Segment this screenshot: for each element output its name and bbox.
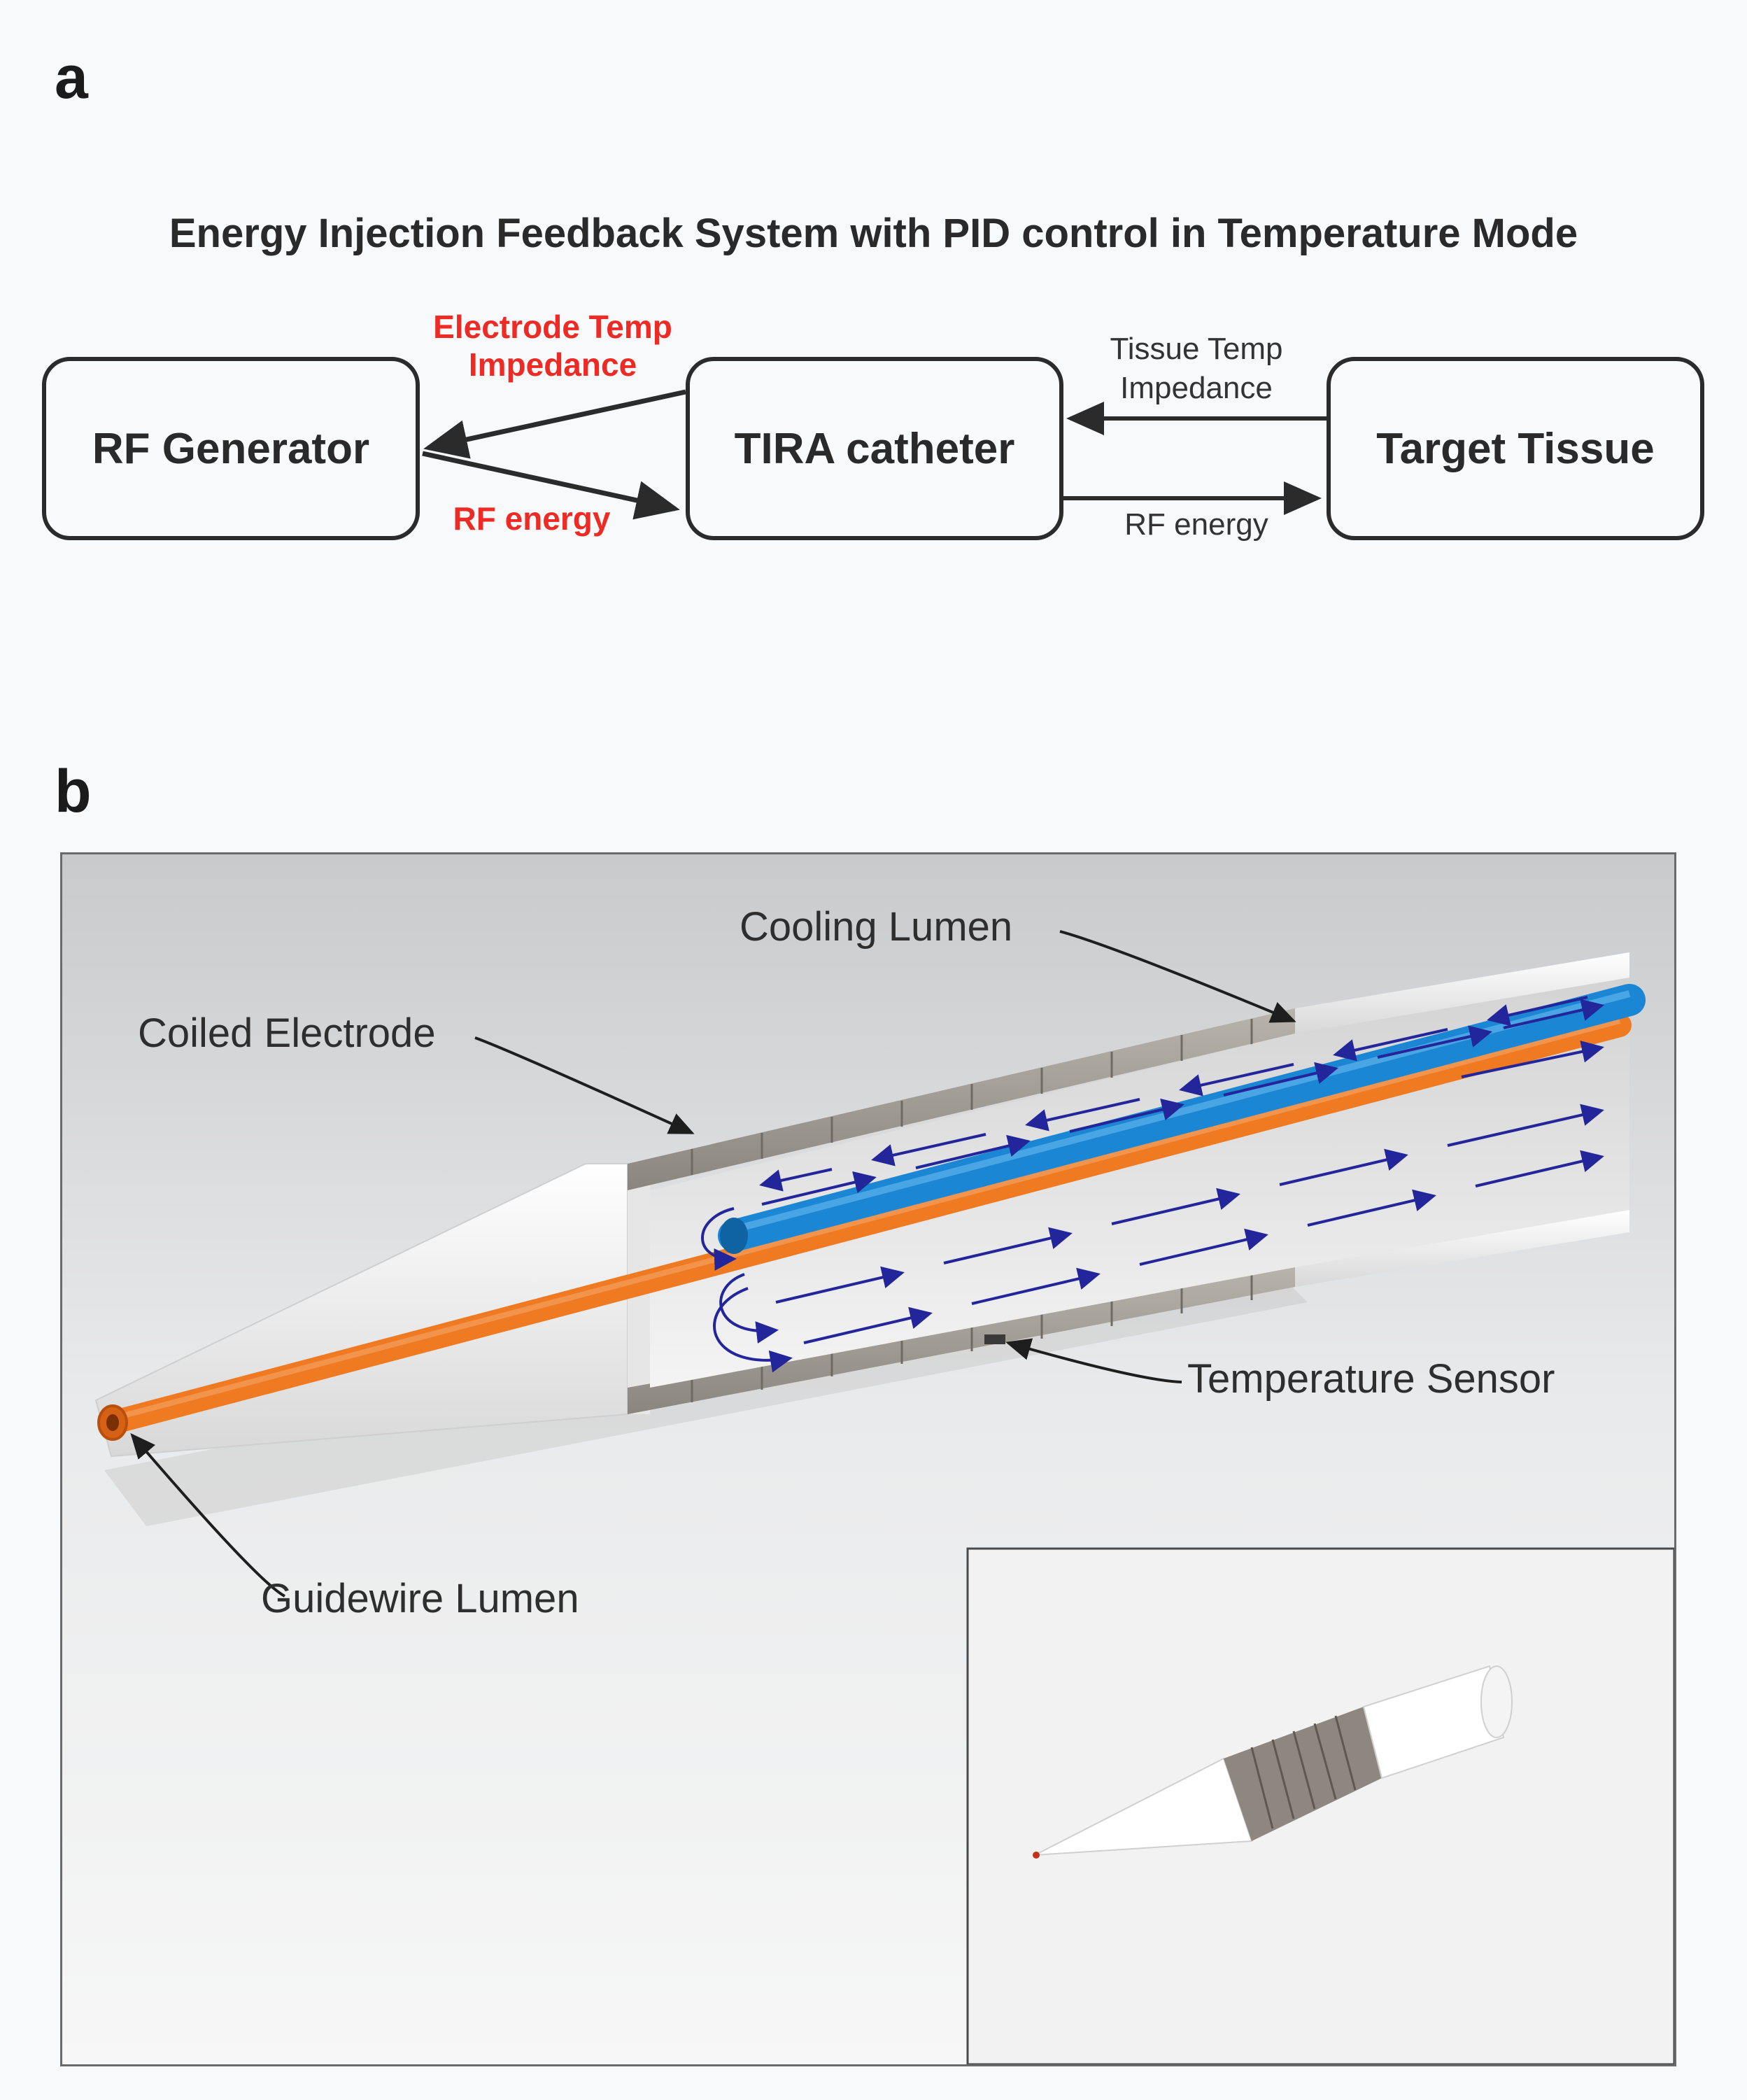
coiled-electrode-bottom: [628, 1267, 1295, 1414]
tissue-impedance-label: Impedance: [1120, 371, 1273, 405]
coiled-electrode-top: [628, 1008, 1295, 1190]
coiled-electrode-pointer: [474, 1036, 695, 1134]
diagram-title: Energy Injection Feedback System with PI…: [169, 211, 1578, 256]
guidewire-lumen-pointer: [130, 1432, 285, 1598]
guidewire-lumen-tube: [101, 1013, 1632, 1435]
electrode-impedance-label: Impedance: [468, 346, 637, 383]
panel-b-letter: b: [55, 758, 92, 825]
catheter-illustration: [62, 854, 1674, 2064]
tira-catheter-box: TIRA catheter: [686, 357, 1063, 540]
target-tissue-box: Target Tissue: [1327, 357, 1704, 540]
callout-pointers: [130, 930, 1296, 1598]
tissue-temp-label: Tissue Temp: [1110, 332, 1283, 366]
target-tissue-label: Target Tissue: [1376, 424, 1655, 473]
proximal-shell-bottom: [1295, 1210, 1629, 1287]
catheter-render: Cooling Lumen Coiled Electrode Temperatu…: [60, 852, 1676, 2066]
guidewire-lumen-callout: Guidewire Lumen: [261, 1576, 579, 1621]
panel-a-letter: a: [55, 44, 88, 111]
electrode-temp-label: Electrode Temp: [433, 309, 672, 345]
arrow-electrode-feedback: [423, 389, 686, 459]
arrow-rf-energy-to-catheter: [422, 451, 680, 520]
tira-catheter-label: TIRA catheter: [734, 424, 1015, 473]
rf-energy-right-label: RF energy: [1124, 507, 1268, 542]
inset-catheter: [1033, 1665, 1513, 1859]
coiled-electrode-callout: Coiled Electrode: [138, 1010, 436, 1056]
cooling-lumen-callout: Cooling Lumen: [740, 904, 1013, 950]
temperature-sensor-pointer: [1005, 1338, 1182, 1383]
rf-energy-left-label: RF energy: [453, 500, 611, 537]
temperature-sensor: [984, 1334, 1005, 1344]
proximal-shell-top: [1295, 952, 1629, 1034]
rf-generator-label: RF Generator: [92, 424, 370, 473]
coolant-flow-arrows: [759, 996, 1604, 1344]
temperature-sensor-callout: Temperature Sensor: [1187, 1356, 1555, 1402]
cooling-lumen-pointer: [1059, 930, 1296, 1023]
feedback-arrows: [422, 389, 1328, 520]
rf-generator-box: RF Generator: [42, 357, 420, 540]
